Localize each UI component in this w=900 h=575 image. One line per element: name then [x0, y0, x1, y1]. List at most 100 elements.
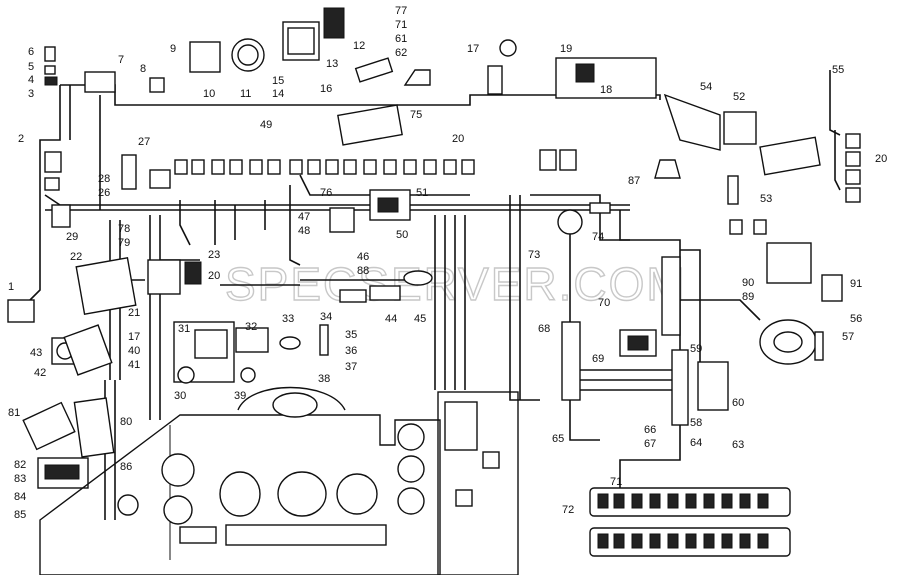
callout-51: 51	[416, 187, 428, 199]
callout-38: 38	[318, 373, 330, 385]
callout-29: 29	[66, 231, 78, 243]
switch-59	[697, 361, 729, 411]
component-1	[7, 299, 35, 323]
connector-68b	[561, 321, 581, 401]
callout-18: 18	[600, 84, 612, 96]
component-87	[654, 159, 681, 179]
callout-78: 78	[118, 223, 130, 235]
callout-17b: 17	[128, 331, 140, 343]
connector-61	[354, 57, 394, 83]
component-57	[814, 331, 824, 361]
callout-6: 6	[28, 46, 34, 58]
callout-87: 87	[628, 175, 640, 187]
component-9	[44, 151, 62, 173]
callout-74: 74	[592, 231, 604, 243]
component-22	[75, 257, 137, 315]
callout-66: 66	[644, 424, 656, 436]
callout-31: 31	[178, 323, 190, 335]
callout-36: 36	[345, 345, 357, 357]
bracket-54	[663, 93, 721, 151]
callout-48: 48	[298, 225, 310, 237]
fuse-20a	[845, 133, 861, 149]
relay-12	[323, 7, 345, 39]
callout-85: 85	[14, 509, 26, 521]
component-81	[22, 401, 76, 451]
callout-30: 30	[174, 390, 186, 402]
callout-22: 22	[70, 251, 82, 263]
gauge-center-2	[277, 471, 327, 517]
gauge-10	[189, 41, 221, 73]
callout-58: 58	[690, 417, 702, 429]
callout-23: 23	[208, 249, 220, 261]
callout-45: 45	[414, 313, 426, 325]
component-8b	[149, 169, 171, 189]
callout-11: 11	[240, 88, 251, 100]
callout-68: 68	[538, 323, 550, 335]
panel-18	[555, 57, 657, 99]
callout-14: 14	[272, 88, 284, 100]
gauge-center-1	[219, 471, 261, 517]
callout-53: 53	[760, 193, 772, 205]
callout-86: 86	[120, 461, 132, 473]
component-32	[194, 329, 228, 359]
callout-47: 47	[298, 211, 310, 223]
harness-wires	[29, 70, 841, 520]
callout-37: 37	[345, 361, 357, 373]
lamp-16	[403, 69, 431, 86]
callout-10: 10	[203, 88, 215, 100]
component-80	[73, 397, 115, 458]
connector-68a	[661, 256, 681, 336]
callout-34: 34	[320, 311, 332, 323]
component-34	[319, 324, 329, 356]
watermark-text: SPECSERVER.COM	[225, 258, 687, 310]
callout-55: 55	[832, 64, 844, 76]
callout-43: 43	[30, 347, 42, 359]
callout-17: 17	[467, 43, 479, 55]
callout-20c: 20	[875, 153, 887, 165]
callout-28: 28	[98, 173, 110, 185]
component-21	[147, 259, 181, 295]
callout-56: 56	[850, 313, 862, 325]
callout-44: 44	[385, 313, 397, 325]
callout-83: 83	[14, 473, 26, 485]
callout-63: 63	[732, 439, 744, 451]
callout-33: 33	[282, 313, 294, 325]
callout-40: 40	[128, 345, 140, 357]
callout-19: 19	[560, 43, 572, 55]
steering-hub	[272, 392, 318, 418]
callout-42: 42	[34, 367, 46, 379]
dashboard-panel	[39, 386, 519, 575]
callout-91: 91	[850, 278, 862, 290]
callout-54: 54	[700, 81, 712, 93]
callout-73: 73	[528, 249, 540, 261]
connector-25	[727, 175, 739, 205]
relay-90	[766, 242, 812, 284]
callout-71: 71	[395, 19, 407, 31]
callout-labels: 6 5 4 3 7 8 9 10 11 15 14 13 12 16 77 71…	[8, 5, 887, 521]
callout-57: 57	[842, 331, 854, 343]
callout-75: 75	[410, 109, 422, 121]
callout-82: 82	[14, 459, 26, 471]
callout-49: 49	[260, 119, 272, 131]
callout-79: 79	[118, 237, 130, 249]
relay-52	[723, 111, 757, 145]
fuse-row-top	[174, 159, 475, 175]
callout-71b: 71	[610, 476, 622, 488]
connector-68c	[671, 349, 689, 426]
callout-90: 90	[742, 277, 754, 289]
component-53	[759, 136, 821, 176]
gauge-left-2	[163, 495, 193, 525]
callout-61: 61	[395, 33, 407, 45]
callout-84: 84	[14, 491, 26, 503]
component-39	[240, 367, 256, 383]
callout-16: 16	[320, 83, 332, 95]
callout-21: 21	[128, 307, 140, 319]
callout-1: 1	[8, 281, 14, 293]
component-91	[821, 274, 843, 302]
callout-4: 4	[28, 74, 34, 86]
callout-80: 80	[120, 416, 132, 428]
callout-13: 13	[326, 58, 338, 70]
key-33	[279, 336, 301, 350]
component-6	[44, 46, 56, 62]
